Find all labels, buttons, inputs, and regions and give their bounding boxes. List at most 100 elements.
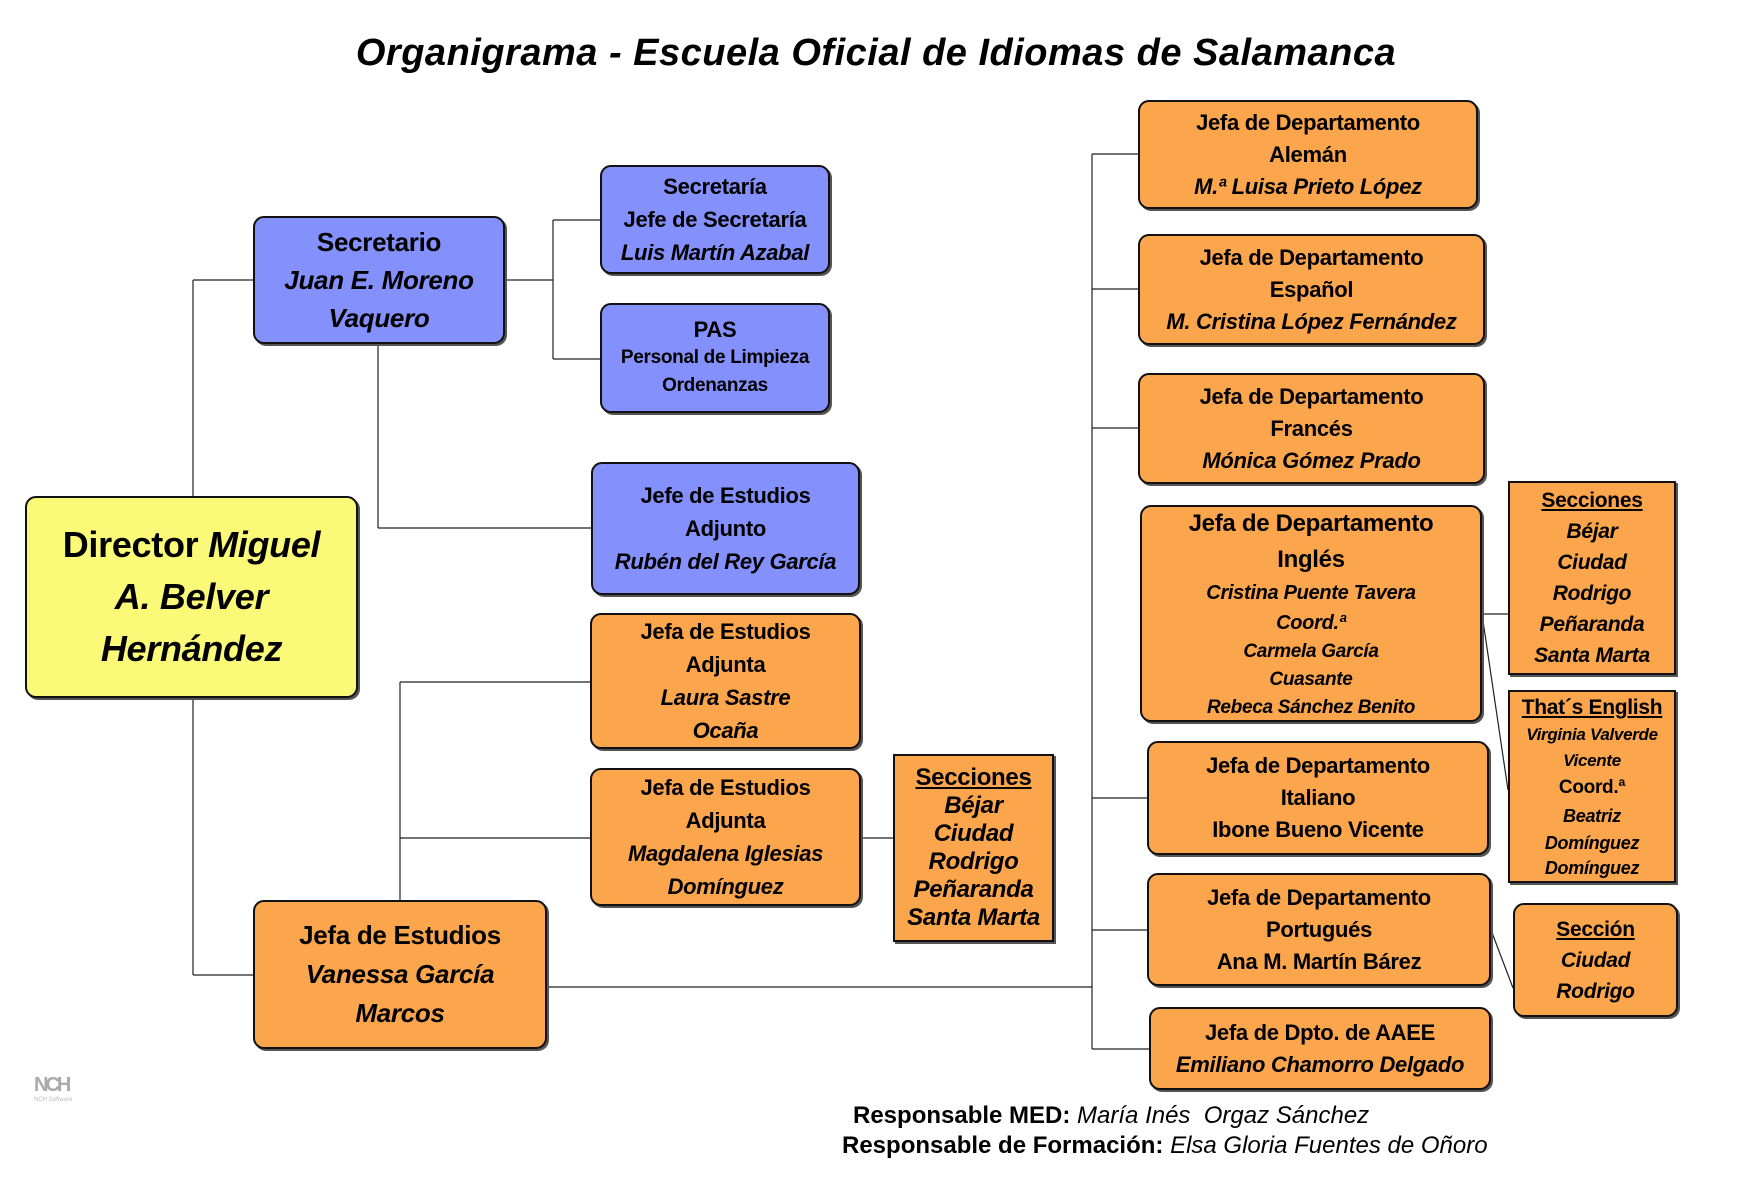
line-text: Béjar (1566, 520, 1618, 543)
box-line: Carmela García (1243, 638, 1379, 666)
line-text: Ana M. Martín Bárez (1216, 948, 1422, 974)
line-text: Santa Marta (1534, 644, 1650, 667)
box-line: Magdalena Iglesias (628, 837, 823, 870)
line-text: Jefe de Estudios (640, 483, 811, 508)
med-name: María Inés Orgaz Sánchez (1077, 1102, 1370, 1129)
line-text: Adjunta (685, 808, 766, 833)
line-text: Mónica Gómez Prado (1202, 447, 1421, 473)
box-line: Jefa de Departamento (1206, 750, 1430, 782)
line-text: Coord.ª (1276, 611, 1346, 634)
box-line: Jefa de Estudios (640, 615, 810, 648)
line-text: Ciudad (1560, 948, 1631, 972)
box-line: Ciudad (1560, 945, 1631, 976)
line-text: Secretaría (663, 174, 767, 199)
line-text: Carmela García (1243, 640, 1379, 662)
line-text: Domínguez (1544, 833, 1640, 853)
box-line: Jefa de Estudios (299, 916, 501, 955)
box-line: Secretario (317, 223, 441, 261)
box-line: Santa Marta (1534, 640, 1650, 671)
box-line: Mónica Gómez Prado (1202, 445, 1421, 477)
line-text: Béjar (944, 792, 1003, 819)
line-text: Rebeca Sánchez Benito (1206, 696, 1416, 718)
line-text: Ocaña (692, 718, 759, 743)
line-text: Rubén del Rey García (614, 549, 837, 574)
box-dept-aaee: Jefa de Dpto. de AAEE Emiliano Chamorro D… (1149, 1007, 1491, 1090)
box-line: Emiliano Chamorro Delgado (1176, 1049, 1465, 1081)
line-text: Secretario (316, 227, 442, 257)
chart-title: Organigrama - Escuela Oficial de Idiomas… (355, 32, 1397, 74)
box-line: Juan E. Moreno (284, 261, 474, 299)
box-line: Jefe de Estudios (640, 479, 810, 512)
line-text: Vanessa García (305, 959, 495, 989)
line-text: Marcos (355, 998, 445, 1028)
box-line: Secciones (1541, 485, 1643, 516)
line-text: PAS (693, 317, 737, 342)
line-text: Alemán (1269, 141, 1347, 167)
box-line: PAS (694, 316, 737, 344)
box-line: Adjunta (686, 804, 766, 837)
box-line: Rodrigo (929, 848, 1019, 876)
box-line: Secretaría (663, 170, 767, 203)
line-text: Hernández (100, 628, 283, 669)
box-line: Laura Sastre (661, 681, 791, 714)
line-text: Jefe de Secretaría (623, 207, 807, 232)
box-line: Rubén del Rey García (614, 545, 837, 578)
box-line: Inglés (1277, 542, 1345, 578)
box-line: Jefa de Estudios (640, 771, 810, 804)
box-line: Domínguez (1545, 856, 1640, 880)
box-line: Rebeca Sánchez Benito (1207, 694, 1415, 722)
box-line: Vaquero (329, 299, 430, 337)
box-line: Personal de Limpieza (621, 344, 810, 372)
box-line: Ana M. Martín Bárez (1217, 946, 1422, 978)
line-text: Peñaranda (1539, 613, 1645, 636)
line-text: Luis Martín Azabal (620, 240, 810, 265)
box-line: Béjar (1566, 516, 1617, 547)
box-line: Portugués (1266, 914, 1372, 946)
box-line: Ciudad (934, 820, 1014, 848)
box-line: Coord.ª (1559, 774, 1625, 802)
line-text: Rodrigo (1552, 582, 1632, 605)
box-line: M. Cristina López Fernández (1166, 306, 1456, 338)
line-text: Jefa de Departamento (1207, 884, 1431, 910)
box-line: Peñaranda (1540, 609, 1645, 640)
box-line: Adjunta (686, 648, 766, 681)
box-line: Italiano (1281, 782, 1356, 814)
box-line: That´s English (1522, 693, 1663, 722)
line-text: Jefa de Estudios (640, 619, 811, 644)
box-line: Domínguez (1544, 830, 1640, 856)
box-line: Béjar (944, 792, 1003, 820)
box-line: Jefa de Departamento (1189, 506, 1434, 542)
footer-formacion: Responsable de Formación: Elsa Gloria Fu… (842, 1132, 1488, 1160)
line-text: Adjunta (685, 652, 766, 677)
line-text: Santa Marta (907, 904, 1040, 931)
formacion-name: Elsa Gloria Fuentes de Oñoro (1170, 1132, 1488, 1159)
line-text: Ciudad (933, 820, 1014, 847)
box-line: Secciones (915, 764, 1031, 792)
line-text: Adjunto (685, 516, 766, 541)
box-line: Sección (1556, 914, 1635, 945)
box-line: Rodrigo (1552, 578, 1632, 609)
line-text: Domínguez (667, 874, 784, 899)
line-text: Secciones (1541, 489, 1643, 512)
box-line: Director Miguel (63, 519, 321, 571)
line-text: Rodrigo (1556, 979, 1635, 1003)
box-line: Jefa de Departamento (1196, 107, 1420, 139)
line-text: Laura Sastre (660, 685, 791, 710)
logo-subtext: NCH Software (34, 1097, 73, 1103)
line-text: Inglés (1277, 545, 1345, 573)
line-text: Jefa de Estudios (299, 920, 501, 950)
line-text: Rodrigo (928, 848, 1019, 875)
line-text: Jefa de Dpto. de AAEE (1204, 1019, 1436, 1045)
box-line: Domínguez (668, 870, 784, 903)
line-text: Magdalena Iglesias (627, 841, 824, 866)
box-line: Jefa de Departamento (1200, 242, 1424, 274)
line-text: Jefa de Departamento (1199, 244, 1424, 270)
line-text: Ciudad (1557, 551, 1627, 574)
